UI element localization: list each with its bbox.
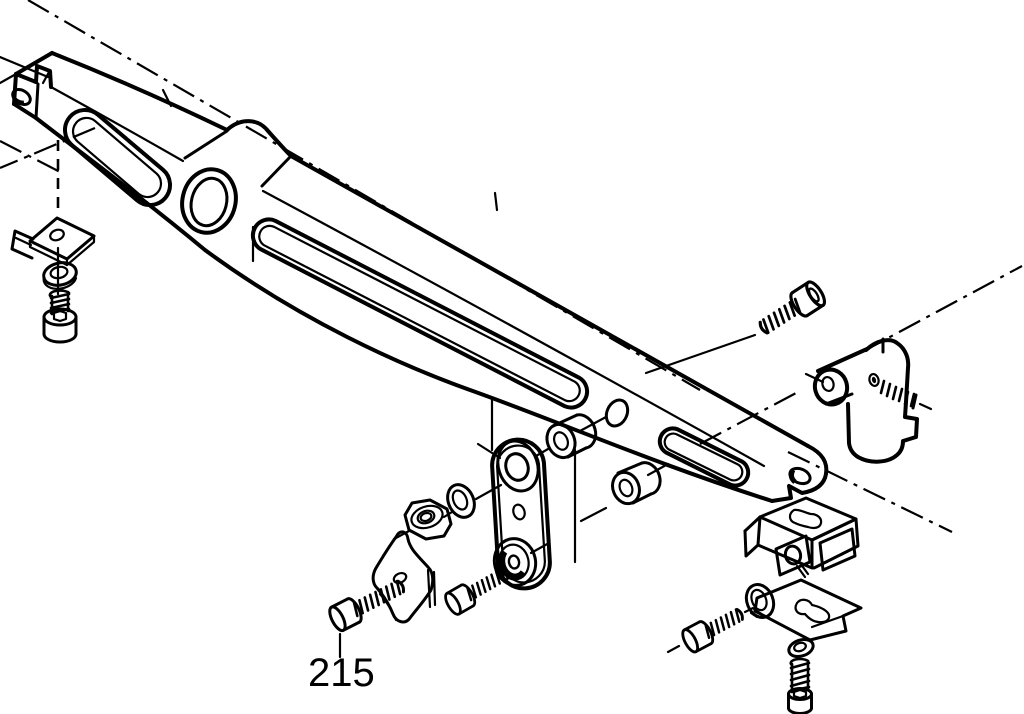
screw-215: [328, 579, 406, 633]
small-washer: [787, 637, 815, 659]
left-screw: [42, 289, 78, 344]
keyhole-plate: [753, 578, 863, 642]
set-screw: [879, 379, 933, 411]
link-assembly: 215: [308, 397, 670, 695]
clamp-screw: [758, 280, 827, 335]
left-washer: [42, 261, 78, 290]
mount-bracket-plate: [371, 530, 437, 624]
clip-nut: [10, 216, 96, 267]
part-number-label: 215: [308, 651, 375, 695]
center-lines: [0, 0, 1023, 533]
link-plate: [490, 437, 552, 591]
mounting-block-assembly: [666, 496, 863, 714]
link-washer: [446, 483, 476, 519]
clamp-assembly: [644, 280, 933, 464]
lock-washer: [744, 583, 776, 619]
bushing-right: [611, 461, 662, 506]
screw-link: [444, 567, 509, 616]
hex-nut: [403, 498, 453, 541]
bushing-top: [545, 413, 598, 460]
main-arm: [11, 51, 829, 503]
clamp-bracket: [804, 337, 919, 464]
clamp-block: [743, 496, 860, 579]
bottom-screw: [787, 657, 813, 714]
block-screw: [681, 607, 744, 654]
left-fastener-set: [10, 140, 96, 344]
